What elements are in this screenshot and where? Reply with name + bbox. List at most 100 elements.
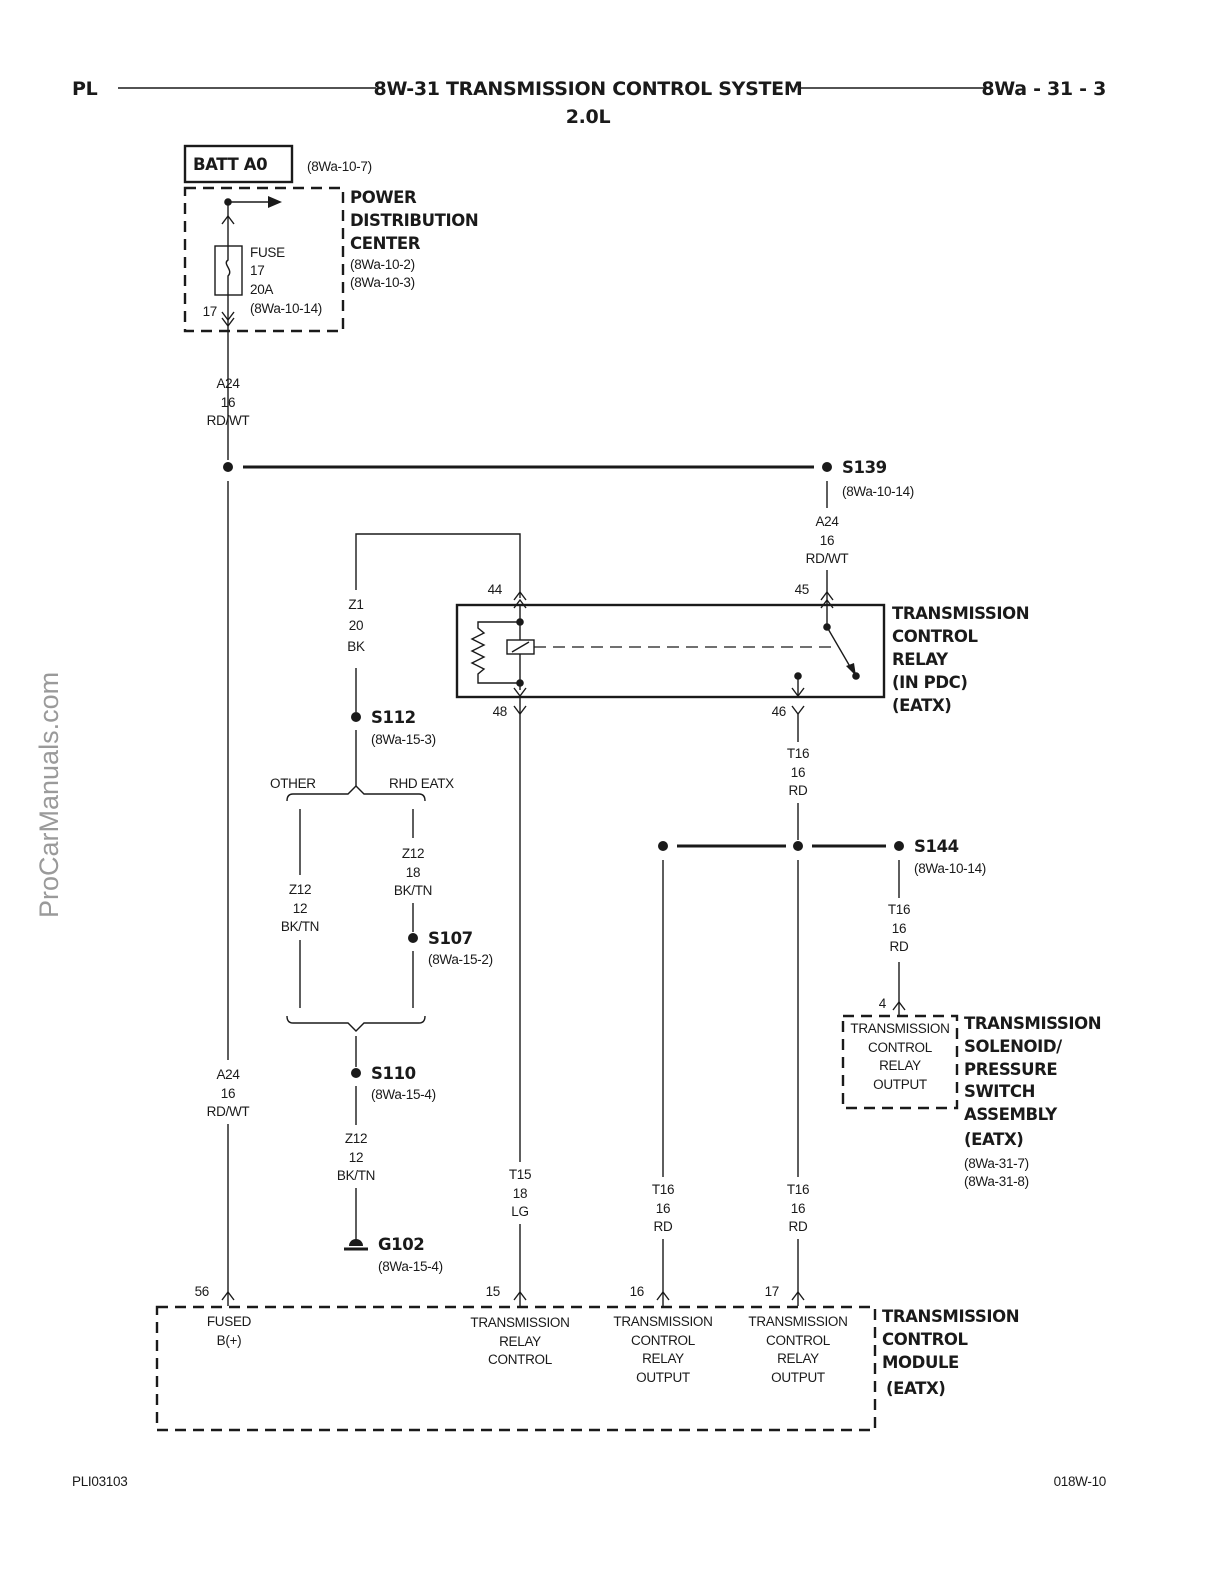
pdc-dashed-box — [183, 186, 345, 333]
page-header: PL 8W-31 TRANSMISSION CONTROL SYSTEM 8Wa… — [72, 78, 1106, 128]
watermark-text: ProCarManuals.com — [34, 672, 64, 918]
solenoid-ref-2: (8Wa-31-8) — [964, 1174, 1029, 1189]
splice-s110-ref: (8Wa-15-4) — [371, 1087, 436, 1102]
tcm-connector-15-icon — [513, 1290, 527, 1301]
solenoid-inner-line3: RELAY — [879, 1058, 921, 1073]
pdc-ref-2: (8Wa-10-3) — [350, 275, 415, 290]
branch-label-rhd-eatx: RHD EATX — [389, 776, 454, 791]
wire-z12-bottom-gauge: 12 — [349, 1150, 363, 1165]
fuse-rating: 20A — [250, 282, 273, 297]
pdc-ref-1: (8Wa-10-2) — [350, 257, 415, 272]
splice-s112-dot — [351, 712, 361, 722]
header-section-code: PL — [72, 78, 98, 100]
tcm-pin-56: 56 — [195, 1284, 209, 1299]
splice-node-t16-mid — [793, 841, 803, 851]
tcm-output16-line3: RELAY — [642, 1351, 684, 1366]
wire-a24-top-circuit: A24 — [216, 376, 240, 391]
tcm-dashed-box — [155, 1305, 877, 1432]
batt-a0-box — [183, 144, 294, 184]
relay-connector-44-icon — [513, 590, 527, 601]
relay-box — [455, 603, 886, 699]
wire-t16-relay-circuit: T16 — [787, 746, 809, 761]
wire-t16-solenoid-circuit: T16 — [888, 902, 910, 917]
relay-connector-46-inner-icon — [791, 687, 805, 698]
wire-t16-pin16-gauge: 16 — [656, 1201, 670, 1216]
solenoid-ref-1: (8Wa-31-7) — [964, 1156, 1029, 1171]
tcm-relay-control-line2: RELAY — [499, 1334, 541, 1349]
splice-s144-id: S144 — [914, 837, 959, 856]
transmission-control-relay: TRANSMISSION CONTROL RELAY (IN PDC) (EAT… — [455, 582, 1030, 719]
tcm-connector-16-icon — [656, 1290, 670, 1301]
wire-a24-left-circuit: A24 — [216, 1067, 240, 1082]
splice-s139-dot — [822, 462, 832, 472]
solenoid-inner-line2: CONTROL — [868, 1040, 933, 1055]
branch-bracket-top-icon — [286, 785, 426, 802]
pdc-name-line3: CENTER — [350, 234, 421, 253]
wire-z12-mid-color: BK/TN — [394, 883, 432, 898]
fuse-ref: (8Wa-10-14) — [250, 301, 322, 316]
wire-t16-relay-gauge: 16 — [791, 765, 805, 780]
tcm-fused-line1: FUSED — [207, 1314, 252, 1329]
wire-z1-gauge: 20 — [349, 618, 363, 633]
splice-node-t16-left — [658, 841, 668, 851]
wire-a24-right-circuit: A24 — [815, 514, 839, 529]
wire-t16-pin17-gauge: 16 — [791, 1201, 805, 1216]
relay-pin-45: 45 — [795, 582, 809, 597]
wire-z12-mid-gauge: 18 — [406, 865, 420, 880]
relay-name-line3: RELAY — [892, 650, 949, 669]
pdc-connector-top-icon — [221, 214, 235, 225]
relay-connector-46-icon — [791, 705, 805, 716]
tcm-relay-control-line3: CONTROL — [488, 1352, 553, 1367]
branch-label-other: OTHER — [270, 776, 316, 791]
wire-z1-upper — [355, 533, 521, 598]
relay-switch-open-contact — [852, 672, 860, 680]
footer-code: 018W-10 — [1054, 1474, 1106, 1489]
tcm-output17-line4: OUTPUT — [771, 1370, 825, 1385]
pdc-connector-bottom-icon-2 — [221, 317, 235, 328]
relay-name-line1: TRANSMISSION — [892, 604, 1029, 623]
fuse-number: 17 — [250, 263, 264, 278]
wire-t15-color: LG — [511, 1204, 528, 1219]
tcm-connector-56-icon — [221, 1290, 235, 1301]
relay-connector-45-inner-icon — [820, 598, 834, 609]
ground-g102-ref: (8Wa-15-4) — [378, 1259, 443, 1274]
wire-z12-bottom-color: BK/TN — [337, 1168, 375, 1183]
solenoid-dashed-box — [841, 1014, 959, 1110]
transmission-control-module: TRANSMISSION CONTROL MODULE (EATX) FUSED… — [155, 1305, 1020, 1432]
relay-pin-48: 48 — [493, 704, 507, 719]
tcm-connector-17-icon — [791, 1290, 805, 1301]
transmission-solenoid-assembly: TRANSMISSION CONTROL RELAY OUTPUT TRANSM… — [841, 1014, 1102, 1189]
wire-z12-mid-circuit: Z12 — [402, 846, 424, 861]
splice-s107-id: S107 — [428, 929, 473, 948]
wire-t15-circuit: T15 — [509, 1167, 531, 1182]
relay-pin-44: 44 — [488, 582, 503, 597]
pdc-connector-bottom-icon-1 — [221, 311, 235, 322]
solenoid-pin-4: 4 — [879, 996, 887, 1011]
wire-a24-left-color: RD/WT — [207, 1104, 250, 1119]
solenoid-name-line6: (EATX) — [964, 1130, 1023, 1149]
wire-t16-pin17-circuit: T16 — [787, 1182, 809, 1197]
wire-t16-relay-color: RD — [789, 783, 808, 798]
pdc-name-line2: DISTRIBUTION — [350, 211, 478, 230]
relay-connector-48-inner-icon — [513, 687, 527, 698]
wire-z12-left-color: BK/TN — [281, 919, 319, 934]
relay-switch-blade-icon — [826, 626, 853, 671]
wire-a24-right-color: RD/WT — [806, 551, 849, 566]
wire-z1-circuit: Z1 — [348, 597, 363, 612]
pdc-pin-17: 17 — [203, 304, 217, 319]
wire-t16-pin17-color: RD — [789, 1219, 808, 1234]
wire-a24-right-gauge: 16 — [820, 533, 834, 548]
ground-g102-id: G102 — [378, 1235, 424, 1254]
pdc-bus-arrow-icon — [268, 196, 282, 208]
splice-s112-ref: (8Wa-15-3) — [371, 732, 436, 747]
splice-s110-id: S110 — [371, 1064, 416, 1083]
splice-s107-dot — [408, 933, 418, 943]
relay-suppression-resistor-icon — [470, 621, 520, 684]
batt-a0-label: BATT A0 — [193, 155, 267, 174]
tcm-pin-16: 16 — [630, 1284, 644, 1299]
relay-name-line2: CONTROL — [892, 627, 979, 646]
relay-connector-45-icon — [820, 590, 834, 601]
splice-s144-dot — [894, 841, 904, 851]
pdc-name-line1: POWER — [350, 188, 417, 207]
